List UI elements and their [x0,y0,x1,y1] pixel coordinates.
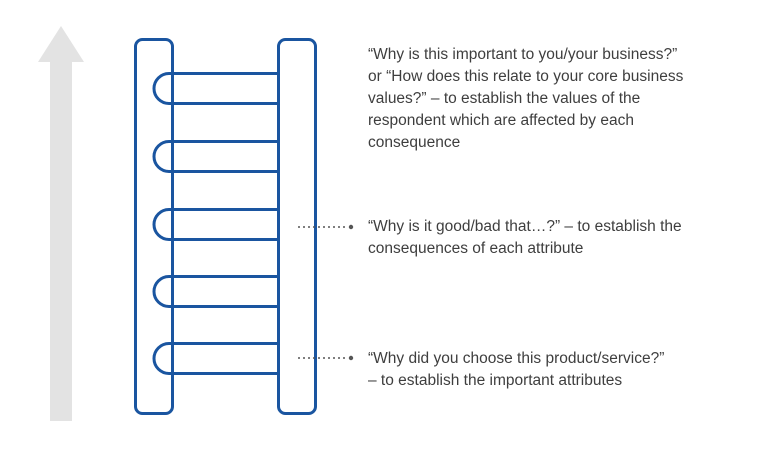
connector-attributes [298,355,354,361]
connector-consequences [298,224,354,230]
ladder-rung [152,342,279,375]
ladder-left-rail [134,38,174,415]
up-arrow-icon [38,26,84,421]
ladder-rung [152,140,279,173]
ladder-rung [152,208,279,241]
attributes-question-text: “Why did you choose this product/service… [368,350,665,389]
consequences-question-text: “Why is it good/bad that…?” – to establi… [368,218,682,257]
ladder-icon [134,38,317,415]
ladder-rung [152,275,279,308]
ladder-rung [152,72,279,105]
ladder-right-rail [277,38,317,415]
values-question-text: “Why is this important to you/your busin… [368,46,684,151]
